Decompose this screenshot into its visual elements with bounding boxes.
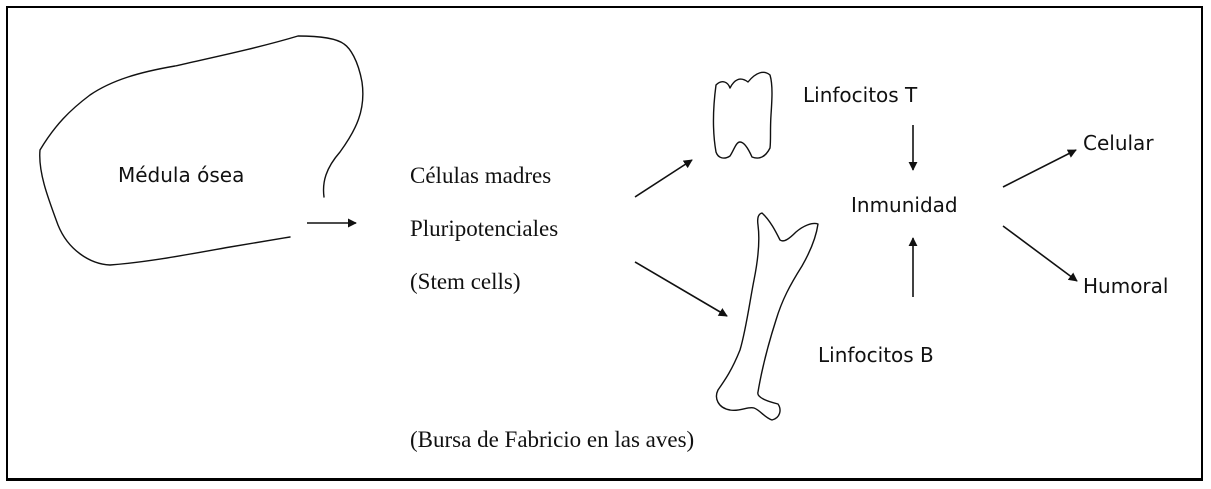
label-stem-cells: (Stem cells) [410, 269, 521, 294]
label-linfocitos-t: Linfocitos T [803, 83, 918, 107]
long-bone-shape [717, 213, 819, 420]
label-linfocitos-b: Linfocitos B [818, 343, 934, 367]
label-celular: Celular [1083, 131, 1154, 155]
label-inmunidad: Inmunidad [851, 193, 958, 217]
label-bursa-de-fabricio: (Bursa de Fabricio en las aves) [410, 427, 694, 452]
arrow-stem-to-bursa [635, 262, 727, 316]
label-medula-osea: Médula ósea [118, 163, 244, 187]
thymus-shape [713, 72, 772, 158]
label-pluripotenciales: Pluripotenciales [410, 216, 558, 241]
label-humoral: Humoral [1083, 274, 1168, 298]
bone-marrow-shape [40, 36, 363, 265]
arrow-stem-to-thymus [635, 160, 692, 197]
arrow-to-humoral [1003, 226, 1077, 281]
label-celulas-madres: Células madres [410, 163, 551, 188]
arrow-to-celular [1003, 150, 1076, 187]
